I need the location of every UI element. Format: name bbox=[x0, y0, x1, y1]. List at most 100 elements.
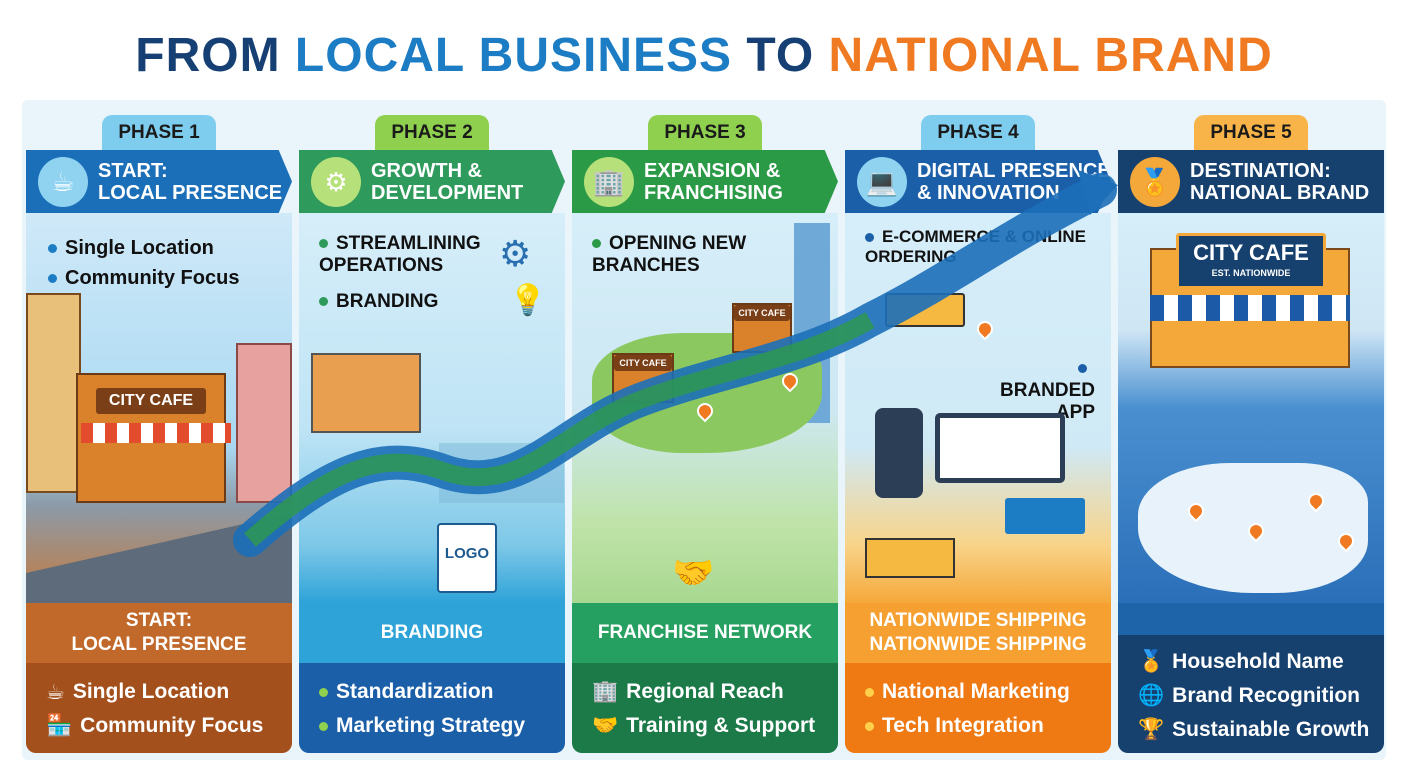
phase-summary-label: NATIONWIDE SHIPPING NATIONWIDE SHIPPING bbox=[845, 603, 1111, 663]
phase-outcomes: Standardization Marketing Strategy bbox=[299, 663, 565, 753]
phase-summary-panel bbox=[1118, 603, 1384, 635]
phase-heading: ☕ START:LOCAL PRESENCE bbox=[26, 150, 292, 213]
bullet-icon bbox=[865, 687, 874, 697]
outcome-item: Marketing Strategy bbox=[319, 709, 565, 743]
outcome-item: 🏢 Regional Reach bbox=[592, 675, 838, 709]
bullet-icon bbox=[319, 721, 328, 731]
phase-heading: 🏢 EXPANSION &FRANCHISING bbox=[572, 150, 838, 213]
outcome-item: Standardization bbox=[319, 675, 565, 709]
outcome-text: Sustainable Growth bbox=[1172, 718, 1370, 741]
phase-heading: 💻 DIGITAL PRESENCE& INNOVATION bbox=[845, 150, 1111, 213]
outcome-text: National Marketing bbox=[882, 680, 1070, 703]
award-ribbon-icon: 🏅 bbox=[1130, 156, 1180, 207]
logo-clipboard: LOGO bbox=[437, 523, 497, 593]
phase-summary-label: FRANCHISE NETWORK bbox=[572, 603, 838, 663]
smartphone bbox=[875, 408, 923, 498]
delivery-truck-icon bbox=[1005, 498, 1085, 534]
outcome-text: Tech Integration bbox=[882, 714, 1044, 737]
phase-outcomes: 🏢 Regional Reach 🤝 Training & Support bbox=[572, 663, 838, 753]
bullet-list: OPENING NEW BRANCHES bbox=[592, 233, 772, 277]
store-sign-text: CITY CAFE bbox=[1193, 240, 1309, 265]
outcome-item: 🌐Brand Recognition bbox=[1138, 679, 1384, 713]
heading-line: GROWTH & bbox=[371, 159, 483, 182]
heading-line: START: bbox=[98, 159, 168, 182]
heading-line: & INNOVATION bbox=[917, 181, 1060, 204]
cafe-sign: CITY CAFE bbox=[614, 355, 672, 371]
phase-tab: PHASE 5 bbox=[1194, 115, 1308, 151]
road bbox=[439, 443, 564, 503]
phase-5-column: PHASE 5 🏅 DESTINATION:NATIONAL BRAND CIT… bbox=[1118, 115, 1384, 753]
lightbulb-icon: 💡 bbox=[509, 284, 547, 317]
outcome-item: 🏪 Community Focus bbox=[46, 709, 292, 743]
phase-tab: PHASE 2 bbox=[375, 115, 489, 151]
outcome-text: Single Location bbox=[72, 680, 230, 703]
bullet-item: Community Focus bbox=[65, 267, 240, 289]
phase-1-column: PHASE 1 ☕ START:LOCAL PRESENCE Single Lo… bbox=[26, 115, 292, 753]
summary-line: NATIONWIDE SHIPPING bbox=[869, 610, 1087, 631]
page-title: FROM LOCAL BUSINESS TO NATIONAL BRAND bbox=[135, 29, 1273, 82]
phase-tab: PHASE 4 bbox=[921, 115, 1035, 151]
phase-2-column: PHASE 2 ⚙ GROWTH &DEVELOPMENT STREAMLINI… bbox=[299, 115, 565, 753]
bullet-icon bbox=[865, 721, 874, 731]
bullet-list: E-COMMERCE & ONLINE ORDERING bbox=[865, 227, 1095, 267]
medal-icon: 🏅 bbox=[1138, 650, 1165, 673]
building bbox=[26, 293, 81, 493]
phase-summary-label: START:LOCAL PRESENCE bbox=[26, 603, 292, 663]
awning bbox=[81, 423, 231, 443]
outcome-item: ☕ Single Location bbox=[46, 675, 292, 709]
phase-tab: PHASE 3 bbox=[648, 115, 762, 151]
outcome-text: Household Name bbox=[1172, 650, 1344, 673]
bullet-item: BRANDING bbox=[336, 291, 439, 312]
bullet-icon bbox=[319, 687, 328, 697]
laptop-icon: 💻 bbox=[857, 156, 907, 207]
handshake-icon: 🤝 bbox=[592, 714, 619, 737]
outcome-item: National Marketing bbox=[865, 675, 1111, 709]
cafe-sign: CITY CAFE bbox=[96, 388, 206, 414]
trophy-icon: 🏆 bbox=[1138, 718, 1165, 741]
delivery-truck-icon bbox=[885, 293, 965, 327]
storefront-icon: 🏪 bbox=[46, 714, 73, 737]
heading-line: LOCAL PRESENCE bbox=[98, 181, 283, 204]
illustration-expansion: OPENING NEW BRANCHES CITY CAFE CITY CAFE… bbox=[572, 213, 838, 603]
gear-check-icon: ⚙ bbox=[311, 156, 361, 207]
summary-line: NATIONWIDE SHIPPING bbox=[869, 634, 1087, 655]
outcome-item: Tech Integration bbox=[865, 709, 1111, 743]
illustration-growth: STREAMLINING OPERATIONS BRANDING ⚙ 💡 LOG… bbox=[299, 213, 565, 603]
store-sign-subtitle: EST. NATIONWIDE bbox=[1211, 268, 1291, 278]
outcome-text: Standardization bbox=[336, 680, 494, 703]
summary-line: FRANCHISE NETWORK bbox=[597, 622, 813, 643]
globe-icon: 🌐 bbox=[1138, 684, 1165, 707]
handshake-icon: 🤝 bbox=[672, 554, 715, 592]
illustration-digital: E-COMMERCE & ONLINE ORDERING BRANDED APP bbox=[845, 213, 1111, 603]
outcome-text: Regional Reach bbox=[626, 680, 784, 703]
store-sign: CITY CAFE EST. NATIONWIDE bbox=[1176, 233, 1326, 289]
summary-line: BRANDING bbox=[380, 622, 484, 643]
awning bbox=[1150, 295, 1350, 321]
phase-outcomes: ☕ Single Location 🏪 Community Focus bbox=[26, 663, 292, 753]
coffee-cup-icon: ☕ bbox=[46, 680, 65, 704]
outcome-text: Community Focus bbox=[80, 714, 264, 737]
summary-line: START: bbox=[125, 610, 193, 631]
bullet-item: OPENING NEW BRANCHES bbox=[592, 233, 747, 276]
outcome-item: 🏅 Household Name bbox=[1138, 645, 1384, 679]
phase-tab: PHASE 1 bbox=[102, 115, 216, 151]
illustration-local-cafe: Single Location Community Focus CITY CAF… bbox=[26, 213, 292, 603]
heading-line: DESTINATION: bbox=[1190, 159, 1331, 182]
gear-icon: ⚙ bbox=[499, 233, 532, 274]
cafe-sign: CITY CAFE bbox=[734, 305, 790, 321]
phase-4-column: PHASE 4 💻 DIGITAL PRESENCE& INNOVATION E… bbox=[845, 115, 1111, 753]
bullet-item: STREAMLINING OPERATIONS bbox=[319, 233, 481, 276]
heading-line: NATIONAL BRAND bbox=[1190, 181, 1370, 204]
office-building bbox=[311, 353, 421, 433]
delivery-truck-icon bbox=[865, 538, 955, 578]
buildings-icon: 🏢 bbox=[592, 680, 619, 703]
bullet-list: STREAMLINING OPERATIONS BRANDING bbox=[319, 233, 499, 313]
office-building-icon: 🏢 bbox=[584, 156, 634, 207]
location-pin-icon bbox=[973, 317, 997, 341]
phase-heading: 🏅 DESTINATION:NATIONAL BRAND bbox=[1118, 150, 1384, 213]
heading-line: EXPANSION & bbox=[644, 159, 781, 182]
bullet-list: Single Location Community Focus bbox=[48, 233, 239, 293]
heading-line: DEVELOPMENT bbox=[371, 181, 524, 204]
outcome-item: 🏆 Sustainable Growth bbox=[1138, 713, 1384, 747]
outcome-text: Training & Support bbox=[626, 714, 816, 737]
